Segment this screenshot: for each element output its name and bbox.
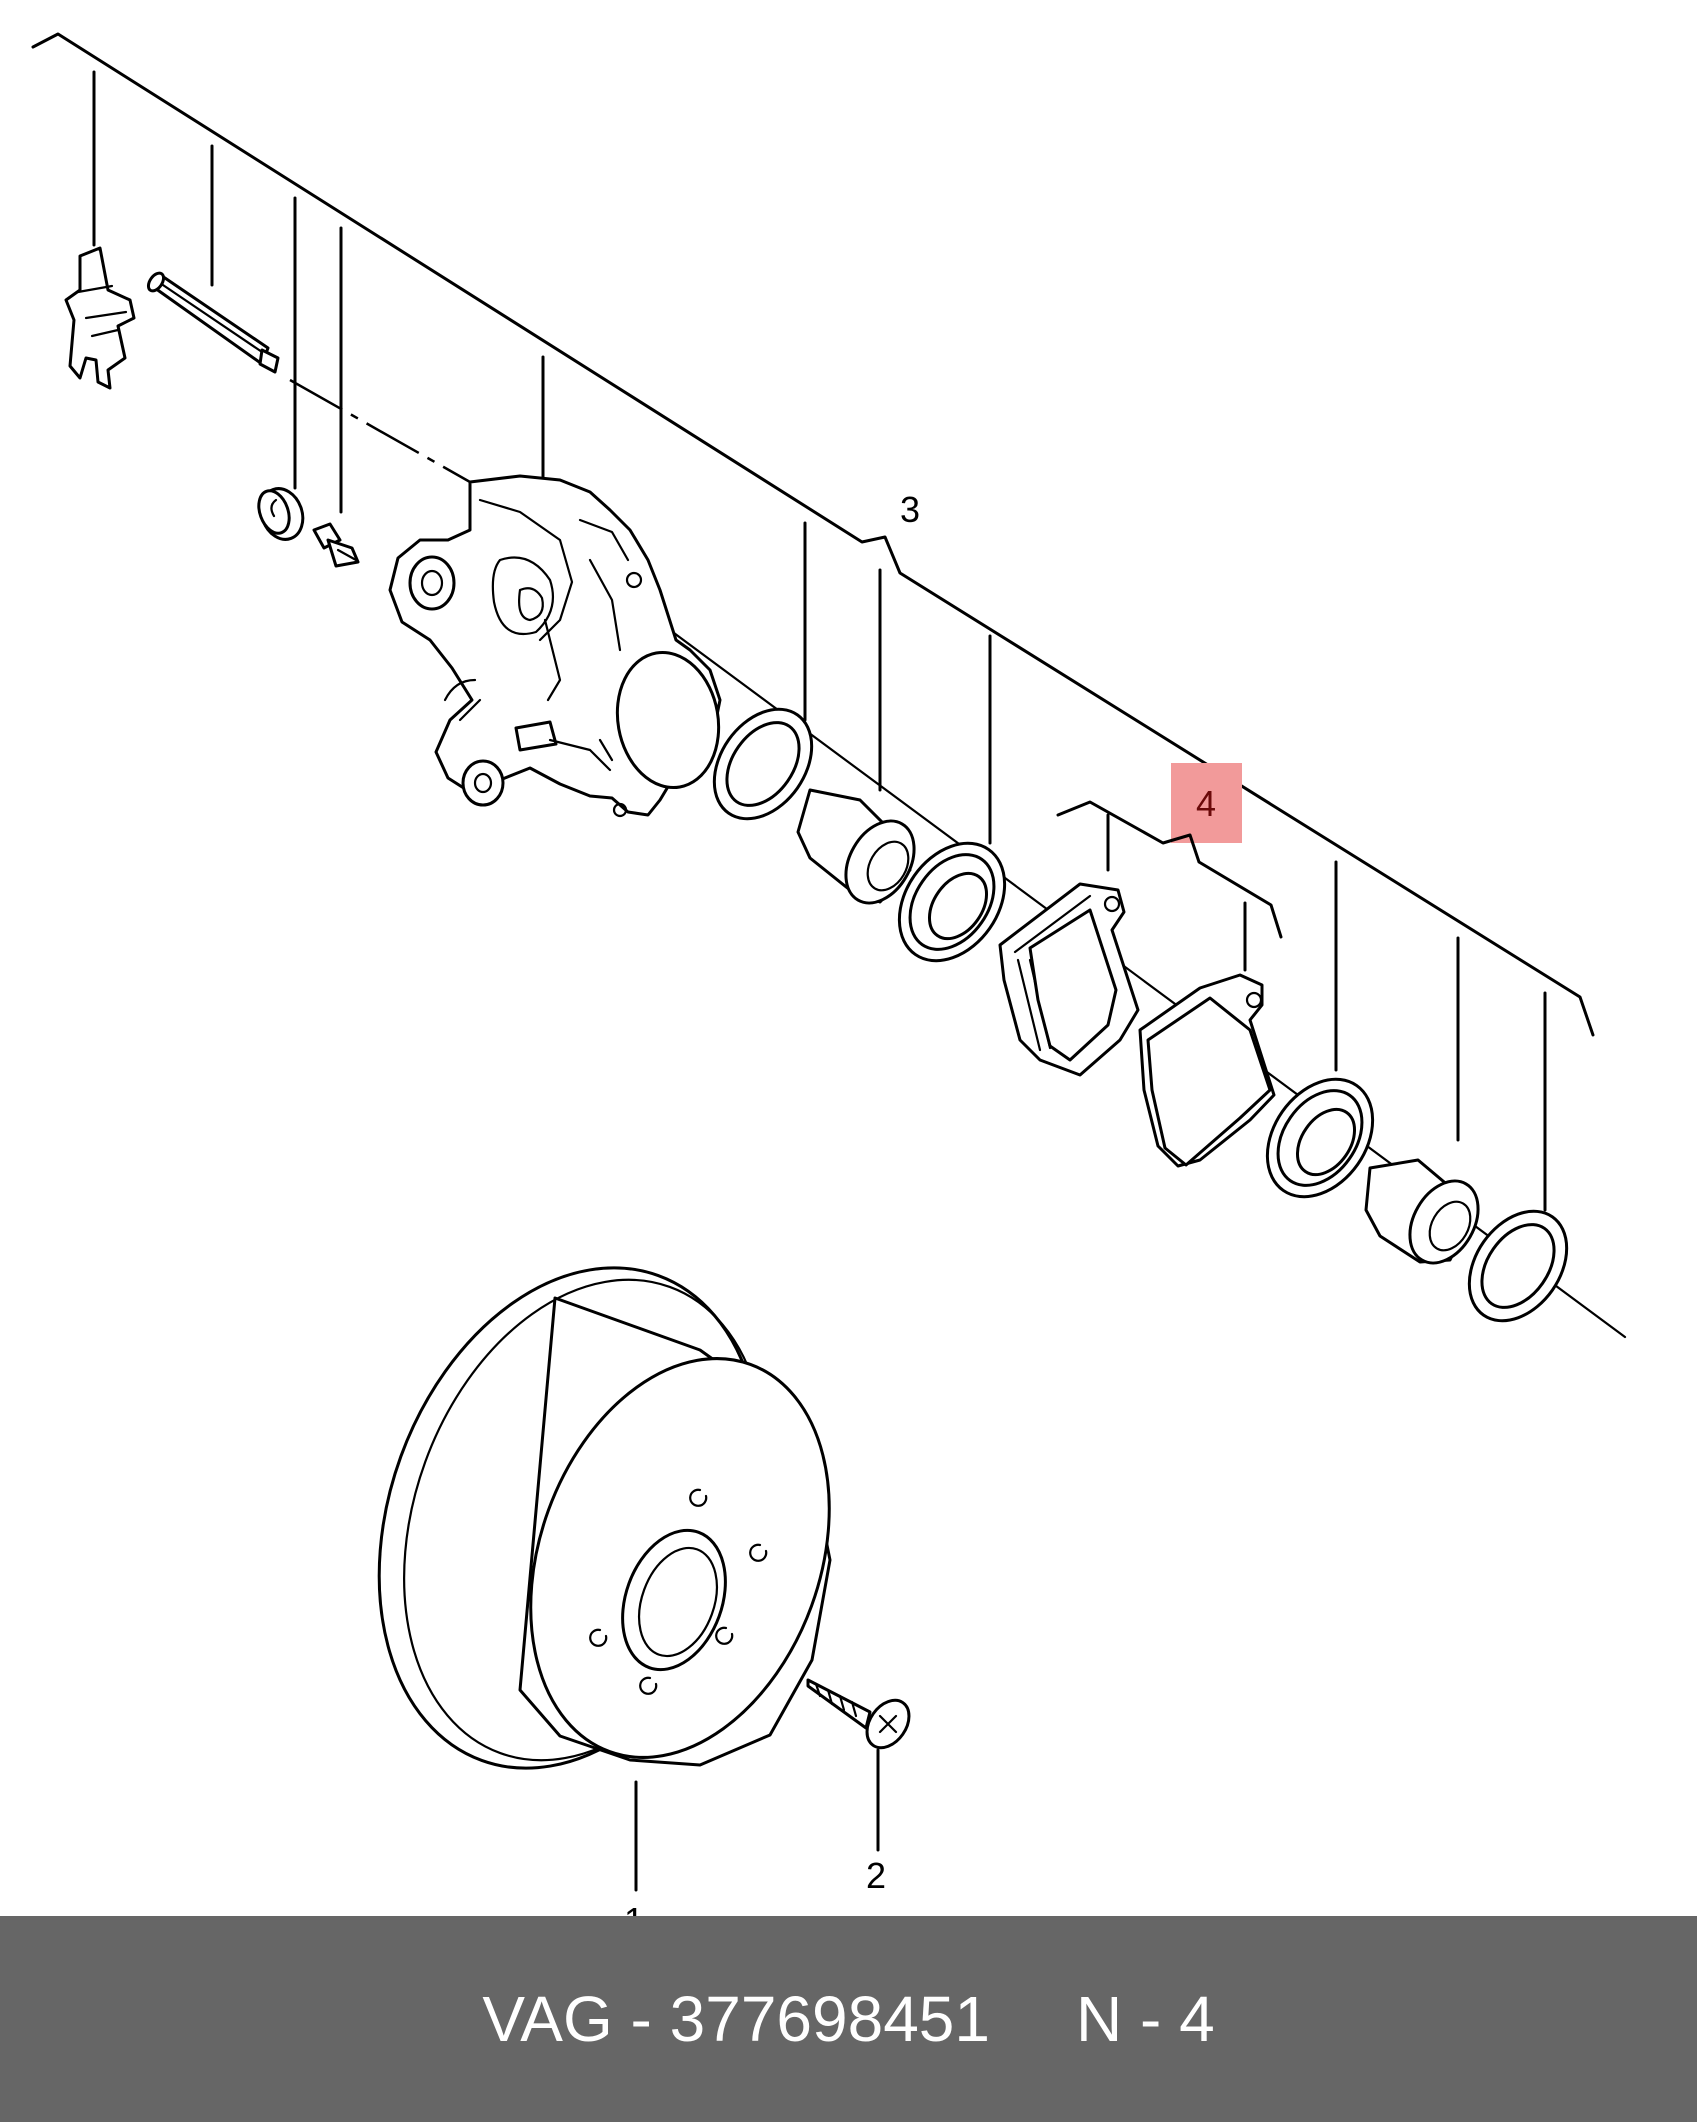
callout-4: 4 (1196, 783, 1216, 824)
pad-set-bracket-4 (1056, 763, 1283, 972)
piston-left (796, 788, 916, 905)
piston-seal-left (712, 707, 814, 821)
callout-3: 3 (900, 489, 920, 530)
caliper-housing (388, 474, 722, 818)
part-number: 377698451 (669, 1983, 990, 2055)
assembly-bracket-3 (31, 32, 1595, 1212)
position-label: N (1075, 1983, 1123, 2055)
spring-clip (64, 246, 136, 390)
separator: - (1139, 1983, 1162, 2055)
dust-boot-left (897, 841, 1007, 963)
piston-right (1364, 1158, 1480, 1265)
dust-boot-right (1265, 1077, 1375, 1199)
position-index: 4 (1179, 1983, 1215, 2055)
brake-pad-inner (998, 882, 1140, 1077)
brand-label: VAG (482, 1983, 613, 2055)
guide-pin (146, 271, 280, 374)
callout-1: 1 (624, 1900, 644, 1916)
callout-4-highlight (1171, 763, 1242, 843)
countersunk-screw (806, 1678, 911, 1750)
brake-disc (377, 1266, 832, 1770)
piston-seal-right (1467, 1209, 1569, 1323)
callout-2: 2 (866, 1855, 886, 1896)
part-number-footer: VAG - 377698451 N - 4 (0, 1916, 1697, 2122)
separator: - (630, 1983, 652, 2055)
bleeder-valve (312, 522, 360, 568)
center-axis-upper (289, 378, 471, 484)
dust-cap (257, 487, 305, 541)
brake-pad-outer (1138, 973, 1276, 1168)
parts-diagram: 1 2 3 4 (31, 32, 1627, 1916)
